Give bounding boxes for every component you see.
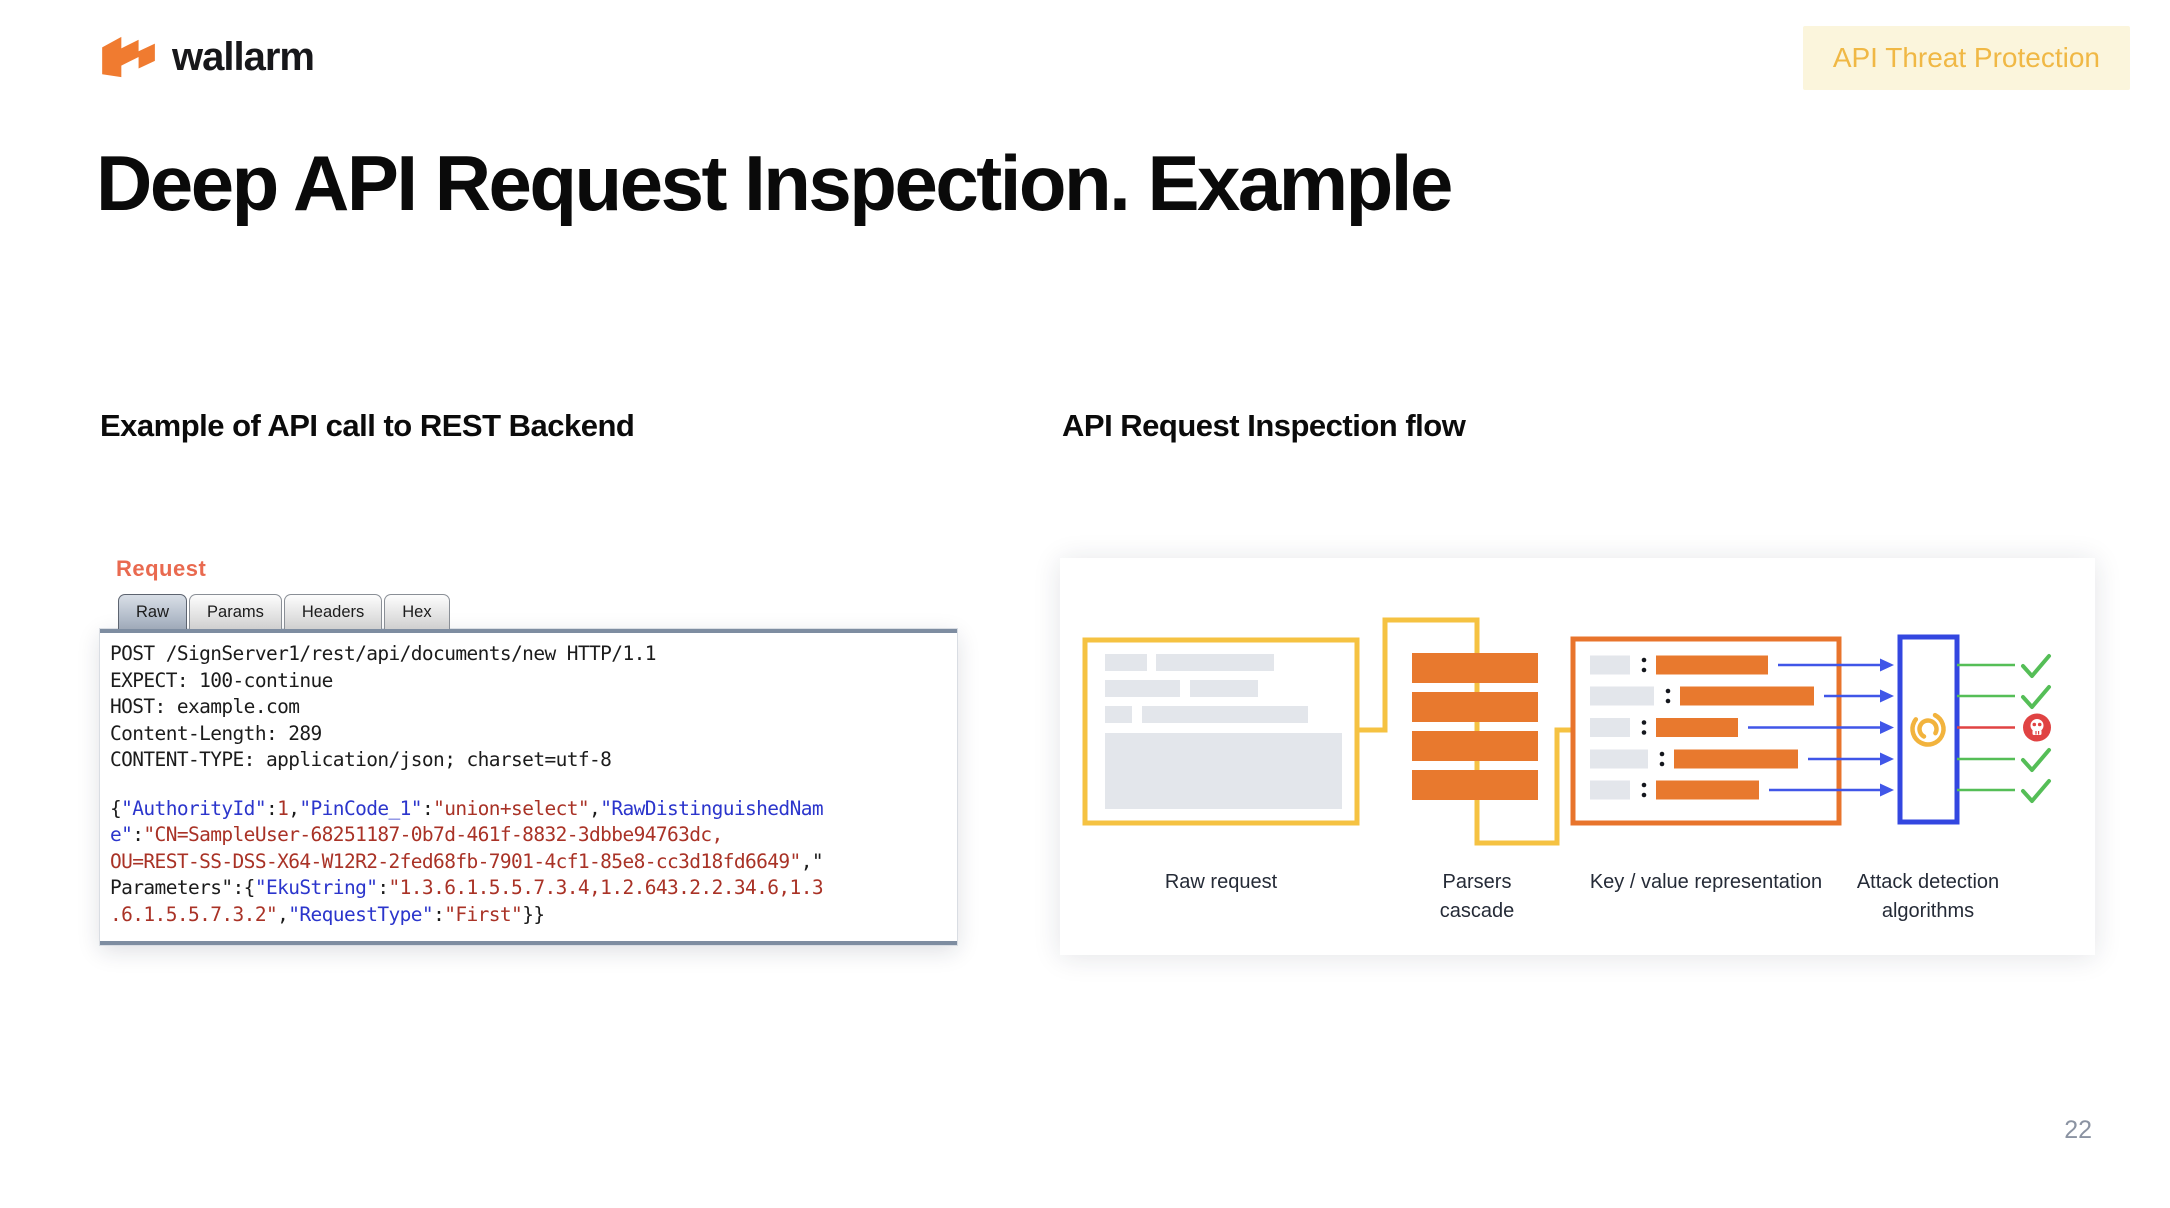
right-section-heading: API Request Inspection flow [1062, 408, 1466, 443]
wallarm-logo: wallarm [100, 34, 315, 80]
json-body-line: e":"CN=SampleUser-68251187-0b7d-461f-883… [110, 823, 723, 846]
key-value-rows [1590, 655, 1814, 800]
flow-diagram-card: Raw request Parsers cascade Key / value … [1060, 558, 2095, 955]
check-icon [2021, 654, 2051, 678]
raw-request-box [1082, 637, 1360, 826]
parsers-cascade-bars [1412, 653, 1538, 800]
swirl-icon [1910, 711, 1946, 747]
skull-icon [2023, 713, 2051, 742]
json-body-line: OU=REST-SS-DSS-X64-W12R2-2fed68fb-7901-4… [110, 849, 824, 873]
request-label: Request [116, 556, 207, 581]
json-body: {"AuthorityId":1,"PinCode_1":"union+sele… [110, 796, 947, 929]
check-icon [2021, 685, 2051, 709]
left-section-heading: Example of API call to REST Backend [100, 408, 635, 443]
wallarm-logo-icon [102, 36, 155, 78]
label-key-value: Key / value representation [1589, 871, 1823, 893]
page-title: Deep API Request Inspection. Example [96, 139, 1453, 227]
flow-diagram [1082, 617, 2051, 846]
http-headers: POST /SignServer1/rest/api/documents/new… [110, 641, 947, 774]
json-body-line: {"AuthorityId":1,"PinCode_1":"union+sele… [110, 796, 824, 820]
brand-name: wallarm [172, 34, 315, 79]
request-code-area: POST /SignServer1/rest/api/documents/new… [99, 628, 958, 946]
tab-hex[interactable]: Hex [384, 594, 450, 629]
product-badge: API Threat Protection [1802, 26, 2130, 90]
http-header-line: EXPECT: 100-continue [110, 668, 333, 692]
arrows-to-detector [1748, 658, 1894, 797]
json-body-line: .6.1.5.5.7.3.2","RequestType":"First"}} [110, 902, 545, 926]
label-parsers-cascade: Parsers cascade [1439, 871, 1515, 922]
http-header-line: Content-Length: 289 [110, 721, 322, 745]
http-header-line: POST /SignServer1/rest/api/documents/new… [110, 642, 656, 665]
blank-line [110, 774, 947, 796]
raw-request-placeholder-lines [1105, 654, 1342, 809]
check-icon [2021, 779, 2051, 803]
attack-detection-box [1897, 634, 1960, 825]
http-header-line: HOST: example.com [110, 695, 300, 718]
label-raw-request: Raw request [1164, 871, 1278, 893]
tab-headers[interactable]: Headers [283, 594, 383, 629]
label-attack-detection: Attack detection algorithms [1856, 871, 2000, 922]
http-header-line: CONTENT-TYPE: application/json; charset=… [110, 748, 612, 771]
tab-params[interactable]: Params [189, 594, 282, 629]
json-body-line: Parameters":{"EkuString":"1.3.6.1.5.5.7.… [110, 876, 824, 899]
tab-raw[interactable]: Raw [118, 594, 188, 629]
page-number: 22 [2064, 1116, 2092, 1144]
check-icon [2021, 748, 2051, 772]
detection-results [1957, 654, 2051, 803]
